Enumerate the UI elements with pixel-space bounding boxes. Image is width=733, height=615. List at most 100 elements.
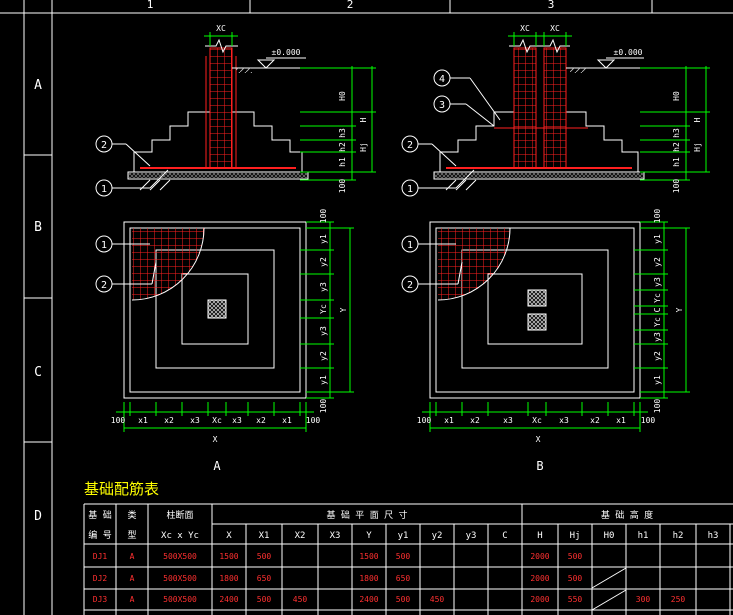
- grid-row-d: D: [34, 509, 42, 524]
- grid-col-2: 2: [347, 0, 354, 11]
- svg-text:y2: y2: [653, 257, 662, 267]
- plan-horizontal-dim-labels-a: 100 x1 x2 x3 Xc x3 x2 x1 100 X: [111, 416, 321, 444]
- svg-text:x3: x3: [503, 416, 513, 425]
- callout-3-section-b: 3: [433, 95, 495, 127]
- svg-text:650: 650: [257, 574, 272, 583]
- svg-text:h1: h1: [672, 157, 681, 167]
- svg-text:1: 1: [407, 240, 413, 251]
- svg-text:2: 2: [101, 140, 107, 151]
- header-type: 类: [127, 509, 136, 521]
- detail-label-a: A: [213, 459, 221, 473]
- svg-text:500: 500: [257, 595, 272, 604]
- svg-text:100: 100: [111, 416, 126, 425]
- svg-text:500X500: 500X500: [163, 595, 197, 604]
- callout-1-section-a: 1: [95, 169, 169, 197]
- column-a: [207, 299, 227, 319]
- label-x-a: X: [213, 435, 218, 444]
- label-h1-a: h1: [338, 157, 347, 167]
- svg-text:1: 1: [101, 184, 107, 195]
- svg-text:h2: h2: [673, 531, 684, 541]
- svg-text:x2: x2: [590, 416, 600, 425]
- elevation-label-a: ±0.000: [272, 48, 301, 57]
- svg-text:500: 500: [568, 552, 583, 561]
- column-b2: [527, 313, 547, 331]
- svg-text:h1: h1: [638, 531, 649, 541]
- callout-4-section-b: 4: [433, 69, 501, 121]
- plan-vertical-dims-b: [634, 221, 690, 399]
- svg-text:4: 4: [439, 74, 445, 85]
- header-plan-dims: 基 础 平 面 尺 寸: [326, 509, 407, 521]
- svg-text:2: 2: [101, 280, 107, 291]
- quadrant-arc-a: [131, 227, 205, 301]
- svg-text:450: 450: [430, 595, 445, 604]
- svg-text:1: 1: [101, 240, 107, 251]
- footing-outer-a: [123, 221, 307, 399]
- elevation-mark-b: ±0.000: [566, 48, 644, 73]
- grid-row-b: B: [34, 220, 42, 235]
- label-h-a: H: [359, 117, 368, 122]
- svg-text:x2: x2: [164, 416, 174, 425]
- svg-text:2400: 2400: [219, 595, 238, 604]
- svg-text:y3: y3: [653, 332, 662, 342]
- header-elevation: 基 础 高 度: [601, 509, 653, 521]
- svg-text:550: 550: [568, 595, 583, 604]
- svg-text:y2: y2: [432, 531, 443, 541]
- svg-text:500X500: 500X500: [163, 552, 197, 561]
- quadrant-arc-b: [437, 227, 511, 301]
- svg-text:2400: 2400: [359, 595, 378, 604]
- callout-2-section-a: 2: [95, 135, 151, 167]
- svg-text:1500: 1500: [359, 552, 378, 561]
- svg-text:x3: x3: [559, 416, 569, 425]
- footing-step-3-a: [181, 273, 249, 345]
- elevation-label-b: ±0.000: [614, 48, 643, 57]
- height-dim-labels-a: H0 H h3 h2 Hj h1 100: [338, 91, 368, 193]
- svg-text:Y: Y: [366, 531, 372, 541]
- svg-text:x1: x1: [616, 416, 626, 425]
- svg-text:Yc: Yc: [653, 317, 662, 327]
- svg-text:100: 100: [306, 416, 321, 425]
- svg-text:C: C: [502, 531, 507, 541]
- callout-1-section-b: 1: [401, 169, 475, 197]
- subheader-id: 编 号: [88, 529, 111, 541]
- svg-text:DJ2: DJ2: [93, 574, 108, 583]
- svg-text:y1: y1: [653, 375, 662, 385]
- callout-1-plan-b: 1: [401, 235, 456, 253]
- footing-step-3-b: [487, 273, 583, 345]
- column-b1: [527, 289, 547, 307]
- svg-text:X: X: [226, 531, 232, 541]
- svg-text:x3: x3: [190, 416, 200, 425]
- svg-text:100: 100: [653, 209, 662, 224]
- svg-text:x1: x1: [444, 416, 454, 425]
- svg-text:h2: h2: [672, 142, 681, 152]
- break-line-b2: [540, 38, 570, 54]
- svg-text:h3: h3: [672, 128, 681, 138]
- svg-text:y3: y3: [466, 531, 477, 541]
- label-y-a: Y: [339, 307, 348, 312]
- grid-row-a: A: [34, 78, 42, 93]
- callout-2-plan-b: 2: [401, 261, 463, 293]
- header-id: 基 础: [88, 509, 111, 521]
- column-rebar-cage-a: [209, 47, 233, 169]
- table-group-headers: 基 础 类 柱断面 基 础 平 面 尺 寸 基 础 高 度 编 号 型 Xc x…: [88, 509, 653, 541]
- svg-text:A: A: [130, 595, 135, 604]
- svg-text:H0: H0: [604, 531, 615, 541]
- svg-text:DJ3: DJ3: [93, 595, 108, 604]
- svg-text:100: 100: [319, 209, 328, 224]
- table-blank-slashes: [591, 567, 627, 611]
- svg-text:Hj: Hj: [693, 142, 702, 152]
- grid-row-labels: A B C D: [34, 78, 42, 524]
- xc-label-b2: XC: [550, 24, 560, 33]
- header-section: 柱断面: [166, 509, 193, 521]
- svg-text:Xc: Xc: [212, 416, 222, 425]
- xc-dimension-b: [508, 32, 572, 46]
- svg-text:y2: y2: [319, 257, 328, 267]
- svg-text:Yc: Yc: [319, 304, 328, 314]
- svg-text:H0: H0: [672, 91, 681, 101]
- height-dim-labels-b: H0 H h3 h2 Hj h1 100: [672, 91, 702, 193]
- svg-text:y3: y3: [319, 282, 328, 292]
- svg-text:A: A: [130, 552, 135, 561]
- label-100-a: 100: [338, 179, 347, 194]
- svg-text:500: 500: [396, 595, 411, 604]
- svg-text:100: 100: [417, 416, 432, 425]
- blinding-hatch-a: [128, 173, 308, 178]
